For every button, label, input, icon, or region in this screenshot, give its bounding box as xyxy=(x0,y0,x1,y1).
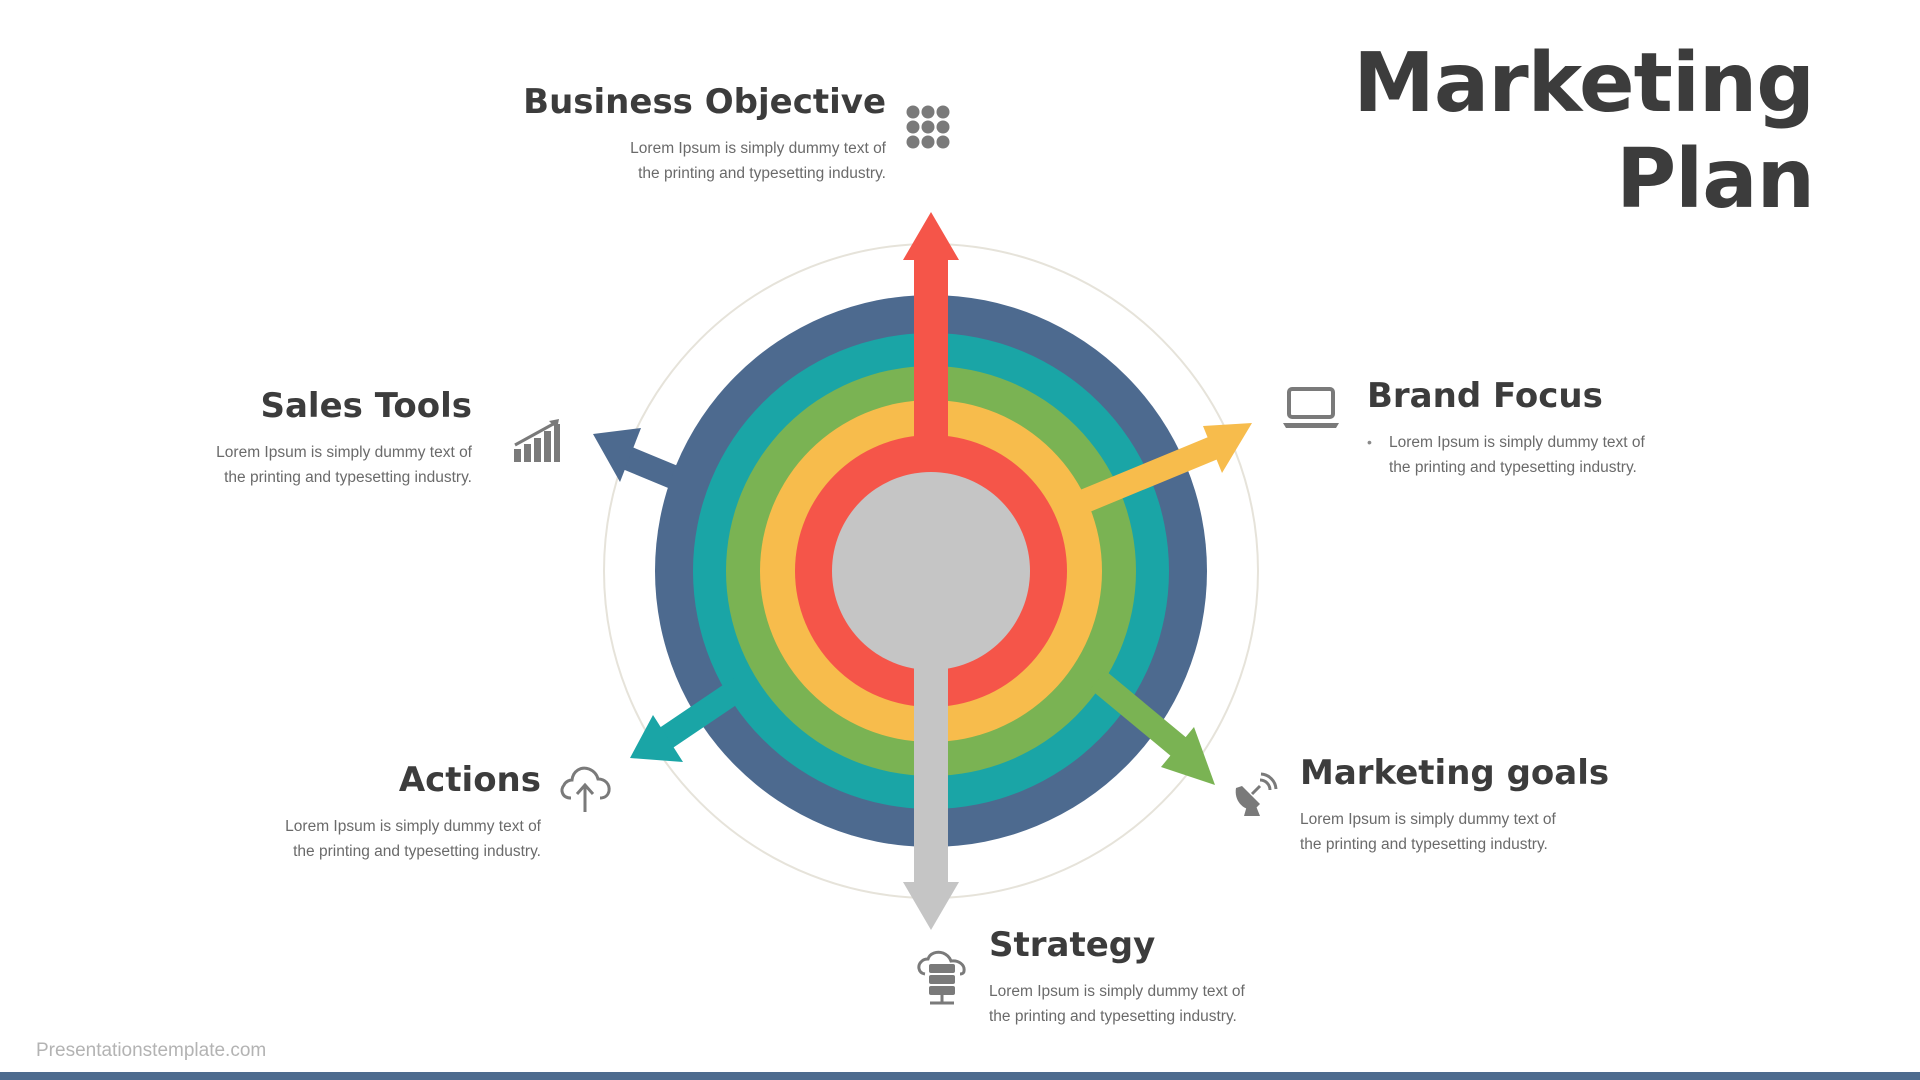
laptop-icon xyxy=(1283,387,1339,428)
sales-tools-desc-line1: Lorem Ipsum is simply dummy text of xyxy=(216,444,472,461)
marketing-goals-title: Marketing goals xyxy=(1300,753,1610,793)
strategy-desc-line1: Lorem Ipsum is simply dummy text of xyxy=(989,983,1245,1000)
arrow-business-objective xyxy=(903,212,959,445)
brand-focus-title: Brand Focus xyxy=(1367,376,1603,416)
actions-desc: Lorem Ipsum is simply dummy text of the … xyxy=(285,814,541,864)
arrow-brand-focus xyxy=(1075,423,1252,515)
business-objective-desc-line1: Lorem Ipsum is simply dummy text of xyxy=(630,140,886,157)
growth-chart-icon xyxy=(514,419,560,462)
sales-tools-block: Sales Tools Lorem Ipsum is simply dummy … xyxy=(216,386,472,490)
sales-tools-title: Sales Tools xyxy=(260,386,472,426)
sales-tools-desc-line2: the printing and typesetting industry. xyxy=(224,469,472,486)
brand-focus-desc-line1: Lorem Ipsum is simply dummy text of xyxy=(1389,434,1645,451)
actions-block: Actions Lorem Ipsum is simply dummy text… xyxy=(285,760,541,864)
business-objective-title: Business Objective xyxy=(523,82,886,122)
strategy-block: Strategy Lorem Ipsum is simply dummy tex… xyxy=(989,925,1245,1029)
brand-focus-desc-line2: the printing and typesetting industry. xyxy=(1389,459,1637,476)
strategy-desc-line2: the printing and typesetting industry. xyxy=(989,1008,1237,1025)
brand-focus-bullet-line: • Lorem Ipsum is simply dummy text of th… xyxy=(1367,430,1645,480)
strategy-title: Strategy xyxy=(989,925,1156,965)
footer-text: Presentationstemplate.com xyxy=(36,1040,267,1061)
satellite-dish-icon xyxy=(1235,772,1278,816)
marketing-goals-desc: Lorem Ipsum is simply dummy text of the … xyxy=(1300,807,1609,857)
business-objective-desc-line2: the printing and typesetting industry. xyxy=(638,165,886,182)
title-line-1: Marketing xyxy=(1353,36,1815,131)
arrow-actions xyxy=(630,678,747,762)
slide-title: Marketing Plan xyxy=(1353,36,1815,228)
cloud-server-icon xyxy=(917,950,966,1005)
marketing-goals-desc-line1: Lorem Ipsum is simply dummy text of xyxy=(1300,811,1556,828)
strategy-desc: Lorem Ipsum is simply dummy text of the … xyxy=(989,979,1245,1029)
brand-focus-desc: • Lorem Ipsum is simply dummy text of th… xyxy=(1367,430,1645,480)
marketing-goals-block: Marketing goals Lorem Ipsum is simply du… xyxy=(1300,753,1609,857)
cloud-upload-icon xyxy=(560,766,611,812)
marketing-goals-desc-line2: the printing and typesetting industry. xyxy=(1300,836,1548,853)
business-objective-desc: Lorem Ipsum is simply dummy text of the … xyxy=(523,136,886,186)
footer-bar xyxy=(0,1072,1920,1080)
arrow-strategy xyxy=(903,665,959,930)
dots-grid-icon xyxy=(906,105,950,149)
title-line-2: Plan xyxy=(1616,132,1815,227)
sales-tools-desc: Lorem Ipsum is simply dummy text of the … xyxy=(216,440,472,490)
center-circle xyxy=(832,472,1030,670)
actions-desc-line1: Lorem Ipsum is simply dummy text of xyxy=(285,818,541,835)
bullet-icon: • xyxy=(1367,434,1372,450)
arrow-marketing-goals xyxy=(1090,670,1215,785)
brand-focus-block: Brand Focus • Lorem Ipsum is simply dumm… xyxy=(1367,376,1645,480)
actions-title: Actions xyxy=(398,760,541,800)
actions-desc-line2: the printing and typesetting industry. xyxy=(293,843,541,860)
business-objective-block: Business Objective Lorem Ipsum is simply… xyxy=(523,82,886,186)
